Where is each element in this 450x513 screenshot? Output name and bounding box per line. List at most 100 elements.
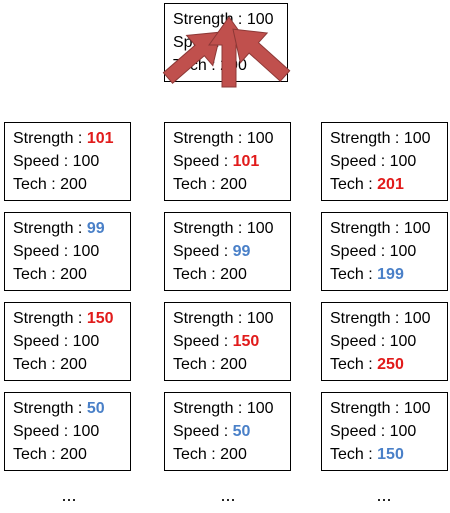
stat-value: 200 bbox=[220, 356, 247, 373]
stat-label: Strength : bbox=[173, 130, 247, 147]
stat-line: Tech : 150 bbox=[330, 443, 447, 466]
stat-value: 100 bbox=[246, 310, 274, 327]
stat-value: 100 bbox=[246, 130, 274, 147]
stat-line: Strength : 100 bbox=[173, 397, 290, 420]
stat-label: Speed : bbox=[173, 333, 233, 350]
stat-line: Tech : 200 bbox=[13, 263, 130, 286]
stat-line: Strength : 100 bbox=[330, 217, 447, 240]
stat-value: 100 bbox=[72, 333, 100, 350]
stat-value: 100 bbox=[72, 423, 100, 440]
stat-value: 200 bbox=[60, 356, 87, 373]
stat-line: Speed : 50 bbox=[173, 420, 290, 443]
stat-value: 100 bbox=[232, 34, 260, 51]
stat-label: Speed : bbox=[173, 34, 233, 51]
stat-value: 200 bbox=[60, 266, 87, 283]
stat-value: 101 bbox=[232, 153, 260, 170]
stat-value: 150 bbox=[232, 333, 260, 350]
stat-label: Tech : bbox=[173, 266, 221, 283]
stat-label: Strength : bbox=[330, 220, 404, 237]
stat-value: 50 bbox=[86, 400, 105, 417]
stat-label: Tech : bbox=[330, 356, 378, 373]
continuation-ellipsis: ... bbox=[376, 485, 392, 505]
stat-value: 100 bbox=[246, 11, 274, 28]
stat-value: 50 bbox=[232, 423, 251, 440]
stat-line: Strength : 100 bbox=[330, 127, 447, 150]
stat-value: 100 bbox=[403, 400, 431, 417]
stat-value: 200 bbox=[220, 176, 247, 193]
stat-line: Tech : 250 bbox=[330, 353, 447, 376]
stat-line: Strength : 150 bbox=[13, 307, 130, 330]
stat-line: Speed : 100 bbox=[13, 240, 130, 263]
stat-label: Tech : bbox=[330, 266, 378, 283]
stat-value: 100 bbox=[389, 333, 417, 350]
stat-line: Strength : 100 bbox=[173, 8, 287, 31]
stat-value: 200 bbox=[60, 176, 87, 193]
stat-value: 200 bbox=[220, 57, 247, 74]
stat-value: 200 bbox=[220, 446, 247, 463]
stat-label: Strength : bbox=[330, 400, 404, 417]
stat-label: Tech : bbox=[330, 446, 378, 463]
stat-line: Tech : 200 bbox=[13, 173, 130, 196]
stat-line: Tech : 200 bbox=[173, 353, 290, 376]
stat-label: Strength : bbox=[330, 130, 404, 147]
stat-label: Speed : bbox=[13, 153, 73, 170]
stat-line: Speed : 100 bbox=[173, 31, 287, 54]
stat-label: Strength : bbox=[13, 220, 87, 237]
stat-line: Strength : 101 bbox=[13, 127, 130, 150]
stat-line: Speed : 150 bbox=[173, 330, 290, 353]
stat-label: Tech : bbox=[173, 57, 221, 74]
stat-value: 100 bbox=[72, 243, 100, 260]
stat-line: Speed : 100 bbox=[330, 330, 447, 353]
stat-line: Tech : 201 bbox=[330, 173, 447, 196]
stat-line: Tech : 200 bbox=[173, 443, 290, 466]
stat-line: Tech : 200 bbox=[173, 173, 290, 196]
stat-label: Speed : bbox=[330, 243, 390, 260]
stat-line: Strength : 99 bbox=[13, 217, 130, 240]
stat-value: 100 bbox=[403, 310, 431, 327]
continuation-ellipsis: ... bbox=[61, 485, 77, 505]
stat-label: Speed : bbox=[13, 243, 73, 260]
stat-value: 100 bbox=[389, 153, 417, 170]
stat-line: Strength : 100 bbox=[173, 217, 290, 240]
stat-value: 100 bbox=[246, 220, 274, 237]
stat-label: Speed : bbox=[330, 333, 390, 350]
stat-line: Speed : 100 bbox=[13, 330, 130, 353]
stat-line: Strength : 100 bbox=[330, 307, 447, 330]
stat-value: 150 bbox=[377, 446, 404, 463]
stat-line: Strength : 50 bbox=[13, 397, 130, 420]
stat-label: Speed : bbox=[13, 333, 73, 350]
stat-label: Speed : bbox=[173, 423, 233, 440]
stat-line: Speed : 99 bbox=[173, 240, 290, 263]
stat-value: 100 bbox=[403, 220, 431, 237]
stat-value: 100 bbox=[246, 400, 274, 417]
stat-label: Speed : bbox=[330, 423, 390, 440]
stat-label: Tech : bbox=[13, 446, 61, 463]
stat-label: Strength : bbox=[13, 400, 87, 417]
stat-label: Strength : bbox=[330, 310, 404, 327]
stat-line: Tech : 200 bbox=[13, 353, 130, 376]
stat-value: 199 bbox=[377, 266, 404, 283]
stat-value: 200 bbox=[220, 266, 247, 283]
stat-label: Tech : bbox=[13, 356, 61, 373]
stat-line: Speed : 100 bbox=[330, 240, 447, 263]
stat-line: Tech : 200 bbox=[13, 443, 130, 466]
stat-value: 100 bbox=[72, 153, 100, 170]
stat-line: Speed : 101 bbox=[173, 150, 290, 173]
stat-line: Tech : 200 bbox=[173, 54, 287, 77]
stat-label: Tech : bbox=[330, 176, 378, 193]
stat-label: Strength : bbox=[173, 310, 247, 327]
stat-line: Speed : 100 bbox=[330, 150, 447, 173]
stat-line: Strength : 100 bbox=[173, 127, 290, 150]
stat-label: Tech : bbox=[13, 266, 61, 283]
